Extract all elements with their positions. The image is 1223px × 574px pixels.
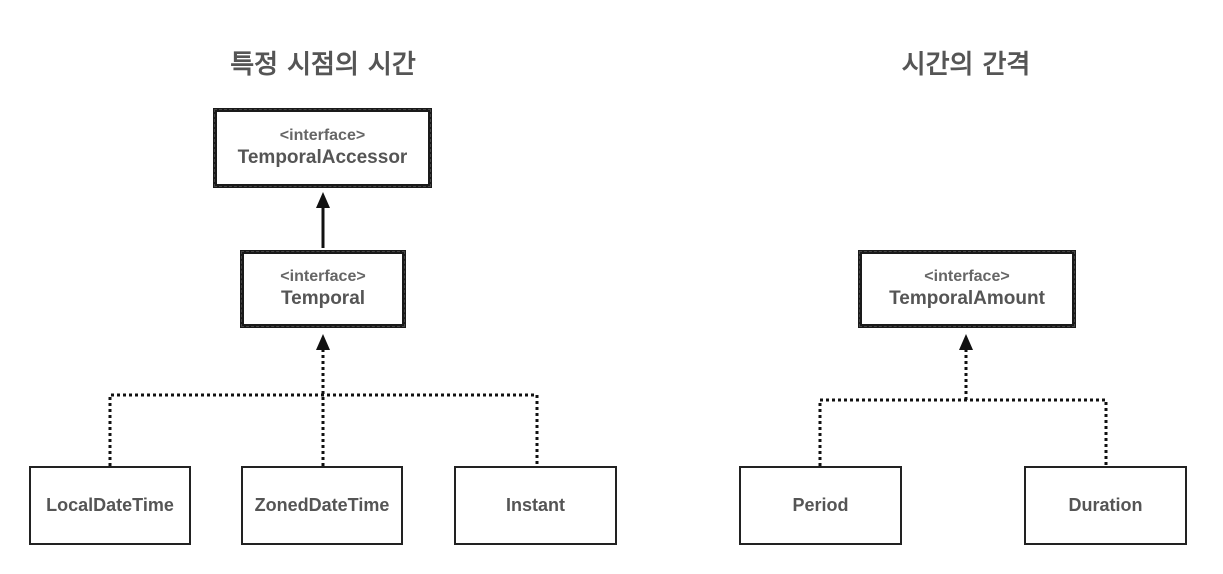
- arrowhead-temporal-accessor: [316, 192, 330, 208]
- class-duration: Duration: [1024, 466, 1187, 545]
- implements-tree-temporal: [108, 345, 539, 466]
- implements-tree-temporal-amount: [818, 345, 1108, 466]
- class-name: Duration: [1068, 495, 1143, 515]
- stereotype-label: <interface>: [279, 127, 366, 144]
- class-name: LocalDateTime: [46, 495, 174, 515]
- interface-temporal-accessor: <interface> TemporalAccessor: [213, 108, 432, 188]
- stereotype-label: <interface>: [280, 268, 366, 285]
- heading-time-interval: 시간의 간격: [901, 50, 1031, 80]
- class-zoned-date-time: ZonedDateTime: [241, 466, 403, 545]
- class-name: ZonedDateTime: [254, 495, 390, 515]
- interface-temporal: <interface> Temporal: [240, 250, 406, 328]
- class-period: Period: [739, 466, 902, 545]
- stereotype-label: <interface>: [924, 268, 1010, 285]
- class-instant: Instant: [454, 466, 617, 545]
- heading-point-in-time: 특정 시점의 시간: [230, 50, 416, 80]
- arrowhead-temporal-amount: [959, 334, 973, 350]
- interface-name: Temporal: [280, 288, 366, 309]
- class-name: Period: [792, 495, 849, 515]
- interface-temporal-amount: <interface> TemporalAmount: [858, 250, 1076, 328]
- interface-name: TemporalAccessor: [237, 147, 408, 168]
- arrowhead-temporal: [316, 334, 330, 350]
- class-local-date-time: LocalDateTime: [29, 466, 191, 545]
- interface-name: TemporalAmount: [889, 288, 1045, 309]
- class-name: Instant: [505, 495, 565, 515]
